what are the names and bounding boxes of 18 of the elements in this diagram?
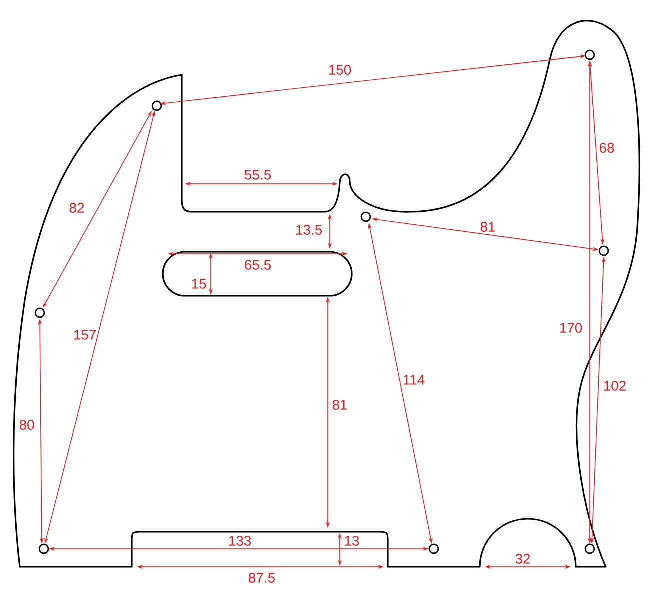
dimension-label: 82 (70, 203, 84, 213)
dimension-label: 133 (229, 536, 252, 546)
dimension-label: 65.5 (245, 260, 272, 270)
dimension-label: 80 (20, 420, 34, 430)
dimension-label: 13 (345, 536, 360, 546)
dimension-label: 68 (600, 143, 614, 153)
dimension-label: 87.5 (249, 573, 276, 583)
dimension-label: 13.5 (296, 225, 322, 235)
dimension-label: 81 (480, 222, 496, 232)
dimension-label: 157 (74, 330, 96, 340)
dimension-label: 81 (332, 400, 348, 410)
dimension-label: 15 (192, 279, 206, 289)
dimension-label: 32 (516, 554, 530, 564)
dimension-label: 55.5 (244, 170, 272, 180)
dimension-label: 150 (329, 65, 352, 75)
dimension-label: 170 (560, 323, 582, 333)
dimension-label: 102 (604, 381, 626, 391)
dimension-label: 114 (404, 375, 425, 385)
